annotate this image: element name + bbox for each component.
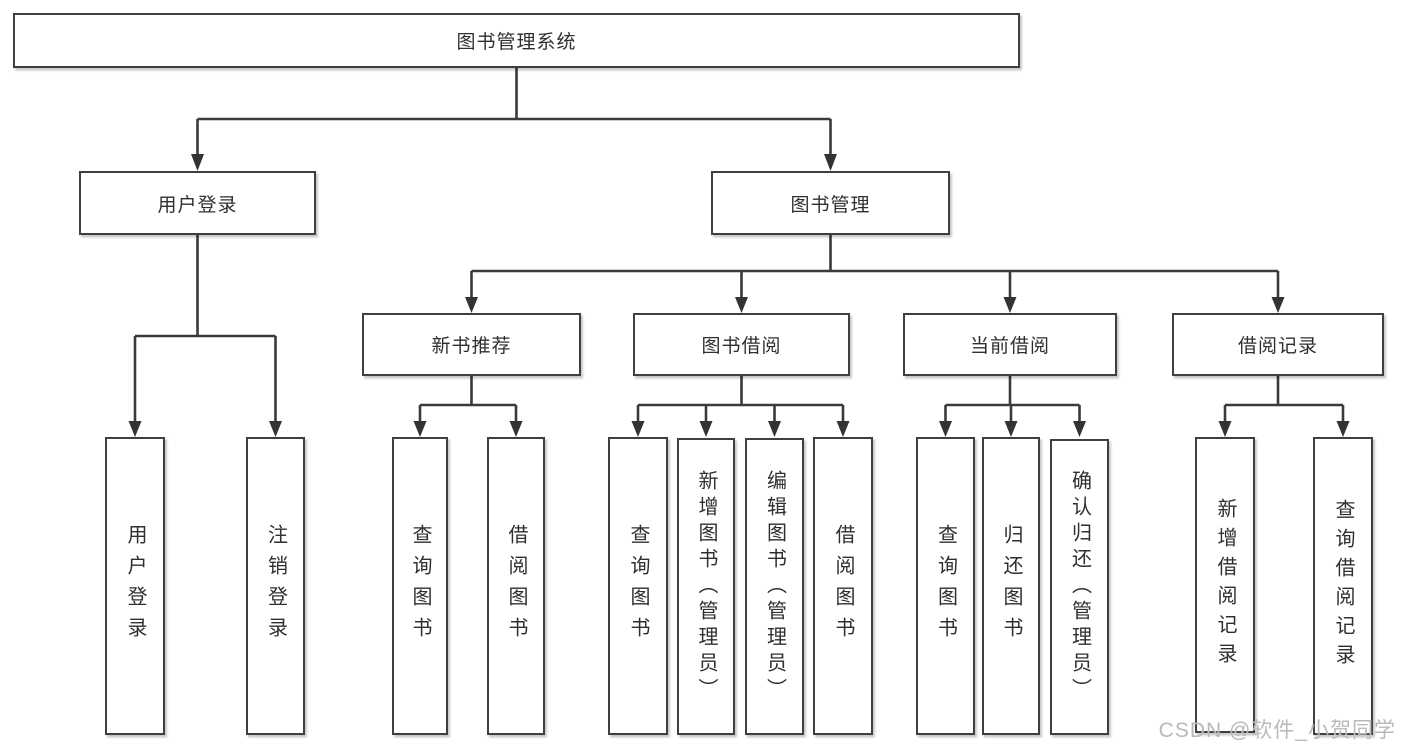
leaf-borrow-books-1: 借阅图书 [487,437,545,735]
node-label: 新增借阅记录 [1214,498,1236,672]
node-label: 查询图书 [409,524,431,648]
connector-book-borrow-group [636,376,845,421]
arrowhead-new-books [465,297,478,313]
arrowhead-query-books-2 [631,421,645,437]
csdn-watermark: CSDN @软件_小贺同学 [1158,719,1396,742]
leaf-add-books-admin: 新增图书（管理员） [677,438,735,735]
arrowhead-book-borrow [735,297,748,313]
arrowhead-leaf-user-login [128,421,142,437]
connector-current-borrow-group [944,376,1081,421]
node-label: 当前借阅 [969,336,1050,357]
node-label: 借阅图书 [505,524,527,648]
arrowhead-add-books [699,421,713,437]
node-label: 确认归还（管理员） [1068,470,1091,704]
node-root-system: 图书管理系统 [13,13,1020,68]
node-user-login: 用户登录 [79,171,316,235]
arrowhead-query-record [1336,421,1350,437]
leaf-query-books-3: 查询图书 [916,437,975,735]
arrowhead-borrow-books-1 [509,421,523,437]
node-label: 编辑图书（管理员） [763,469,786,704]
arrowhead-query-books-3 [939,421,952,437]
leaf-logout: 注销登录 [246,437,305,735]
arrowhead-edit-books [768,421,781,437]
arrowhead-user-login [191,154,204,171]
node-new-book-recommend: 新书推荐 [362,313,581,376]
node-label: 查询图书 [627,524,649,648]
node-label: 查询图书 [934,524,957,648]
node-book-borrow: 图书借阅 [633,313,850,376]
node-borrow-records: 借阅记录 [1172,313,1384,376]
connector-book-management-to-level3 [470,235,1280,297]
leaf-edit-books-admin: 编辑图书（管理员） [745,438,804,735]
connector-new-books-group [418,376,518,421]
node-current-borrow: 当前借阅 [903,313,1117,376]
leaf-user-login: 用户登录 [105,437,165,735]
arrowhead-query-books-1 [413,421,427,437]
arrowhead-add-record [1218,421,1232,437]
leaf-borrow-books-2: 借阅图书 [813,437,873,735]
node-label: 图书借阅 [701,336,782,357]
node-label: 用户登录 [157,194,238,216]
node-label: 借阅记录 [1237,336,1318,357]
leaf-query-books-1: 查询图书 [392,437,448,735]
node-label: 查询借阅记录 [1332,499,1354,673]
connector-root-to-level2 [196,68,832,154]
leaf-query-borrow-record: 查询借阅记录 [1313,437,1373,735]
arrowhead-confirm-return [1073,421,1086,437]
arrowhead-current-borrow [1003,297,1017,313]
leaf-return-books: 归还图书 [982,437,1040,735]
leaf-confirm-return-admin: 确认归还（管理员） [1050,439,1109,735]
node-label: 借阅图书 [832,524,854,648]
leaf-query-books-2: 查询图书 [608,437,668,735]
leaf-add-borrow-record: 新增借阅记录 [1195,437,1255,733]
node-label: 新书推荐 [431,336,512,357]
node-label: 归还图书 [1000,524,1022,648]
node-label: 图书管理系统 [456,32,577,53]
arrowhead-leaf-logout [269,421,282,437]
node-label: 新增图书（管理员） [695,469,717,704]
arrowhead-return-books [1004,421,1018,437]
arrowhead-borrow-records [1271,297,1285,313]
connector-user-login-group [133,235,277,421]
node-book-management: 图书管理 [711,171,950,235]
node-label: 用户登录 [124,524,146,648]
arrowhead-borrow-books-2 [836,421,850,437]
node-label: 注销登录 [264,524,287,648]
node-label: 图书管理 [790,194,871,216]
arrowhead-book-management [824,154,837,171]
connector-borrow-records-group [1223,376,1345,421]
